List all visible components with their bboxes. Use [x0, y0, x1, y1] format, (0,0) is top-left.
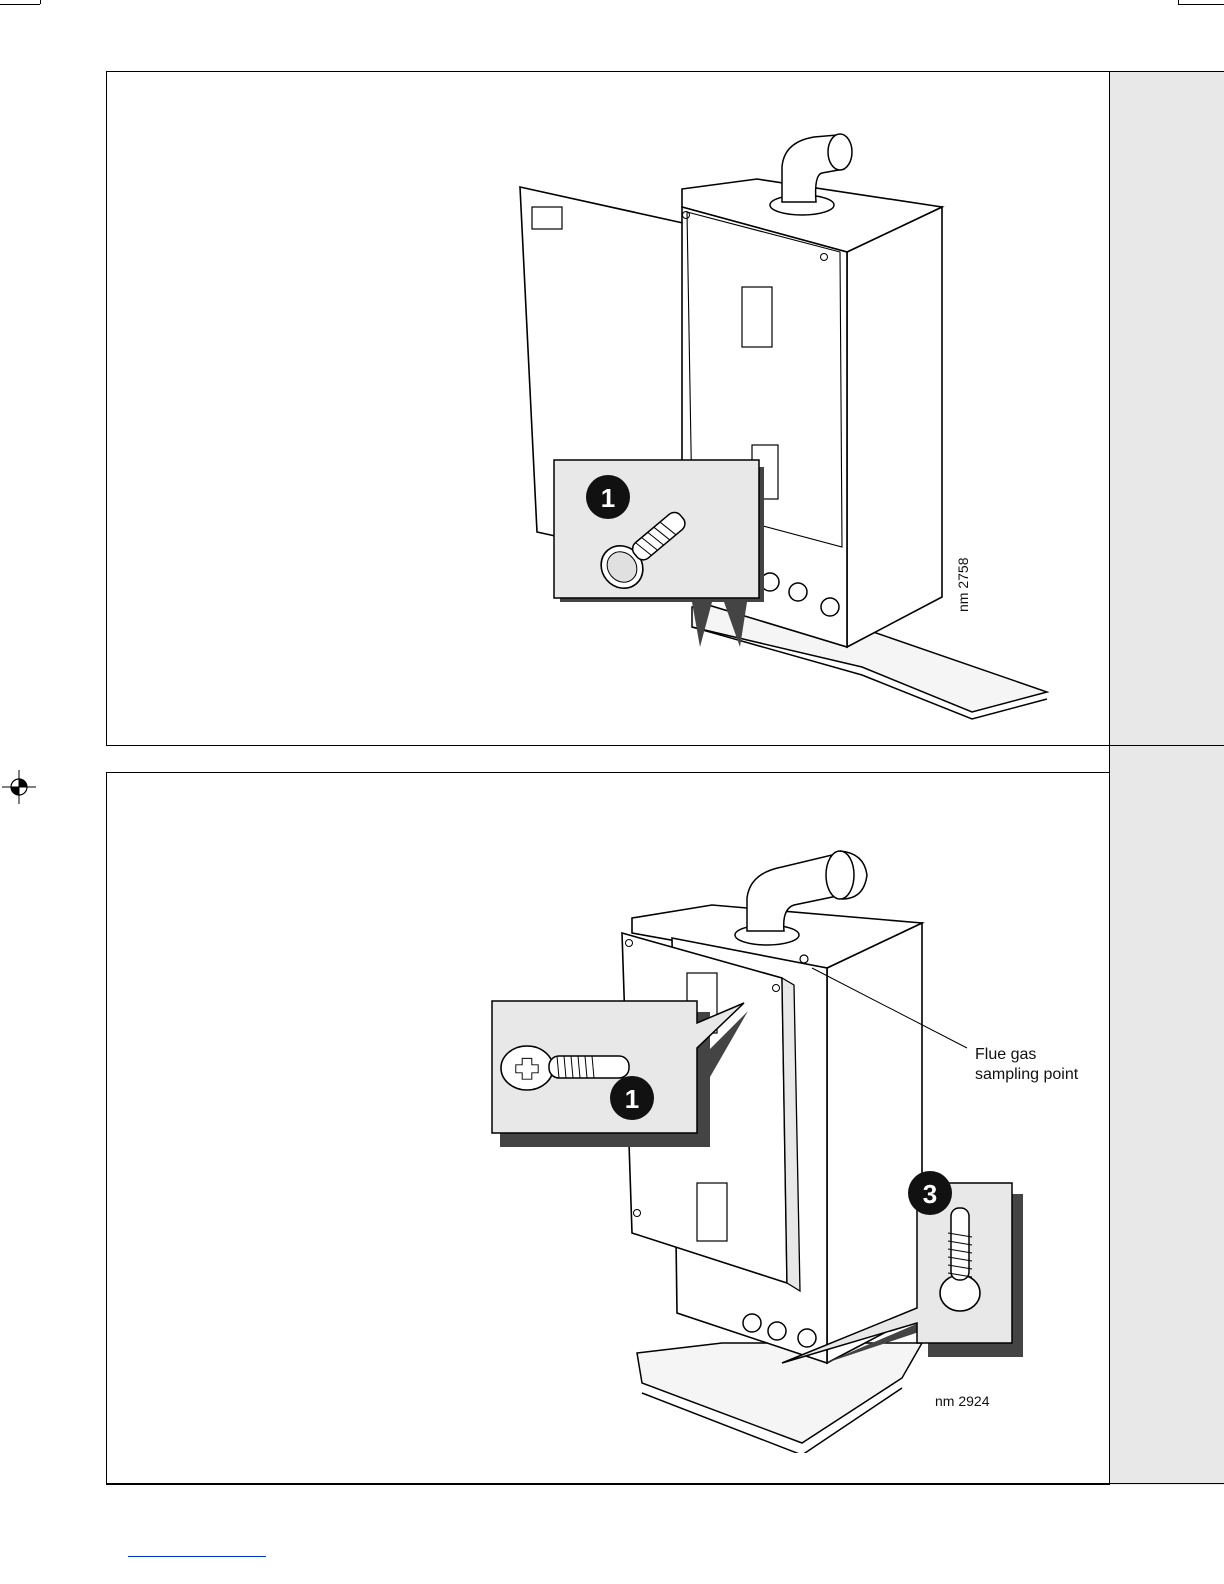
crop-mark-top-right — [1178, 4, 1224, 5]
figure-code: nm 2924 — [935, 1393, 989, 1409]
figure-panel-top: 1 nm 2758 — [106, 71, 1110, 746]
label-line-2: sampling point — [975, 1065, 1078, 1085]
callout-number-3: 3 — [923, 1179, 937, 1209]
label-line-1: Flue gas — [975, 1045, 1078, 1065]
crop-mark-top-left — [0, 4, 40, 5]
crop-mark-top-left-vertical — [40, 0, 41, 4]
registration-mark-left-icon — [2, 770, 36, 804]
boiler-case-removal-illustration: 1 — [502, 127, 1062, 727]
divider-bottom-panel — [106, 1483, 1224, 1484]
figure-code: nm 2758 — [955, 558, 971, 612]
crop-mark-top-right-vertical — [1178, 0, 1179, 4]
boiler-front-panel-illustration: 1 3 — [482, 843, 1042, 1453]
flue-gas-sampling-point-label: Flue gas sampling point — [975, 1045, 1078, 1085]
sidebar-tab-strip — [1109, 71, 1224, 1485]
callout-number-1: 1 — [601, 483, 615, 513]
divider-top-panel — [106, 745, 1224, 746]
figure-panel-bottom: 1 3 Flue gas sampling point nm 2924 — [106, 772, 1110, 1485]
callout-number-1: 1 — [625, 1084, 639, 1114]
footer-rule — [128, 1556, 266, 1557]
